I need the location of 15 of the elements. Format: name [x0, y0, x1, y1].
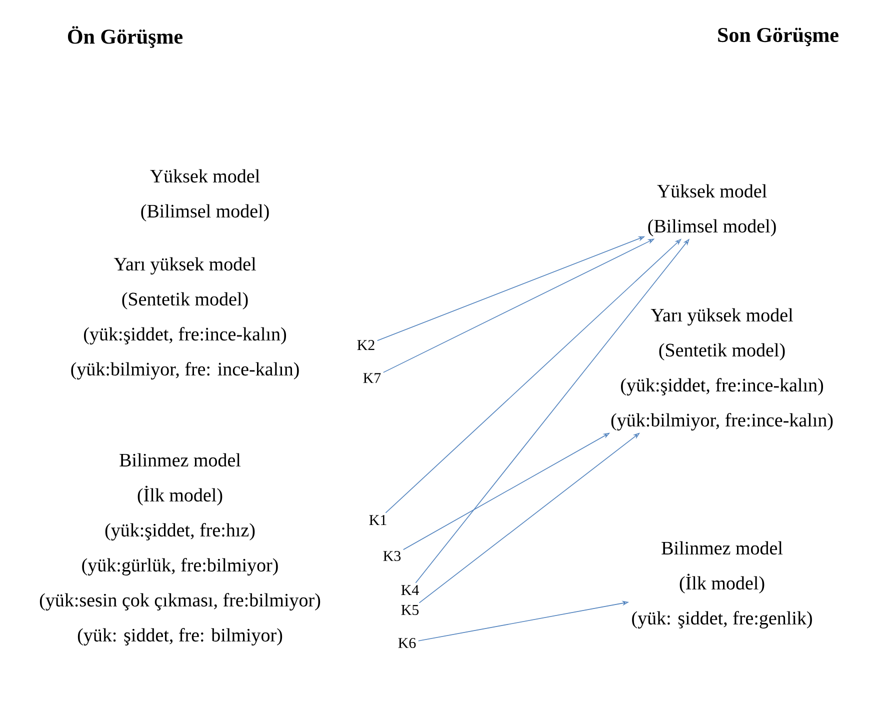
- model-text: Bilinmez model (İlk model) (yük: şiddet, fre:genlik): [632, 541, 812, 628]
- column-heading: Ön Görüşme: [68, 26, 182, 48]
- participant-code: K4: [401, 585, 419, 595]
- participant-code: K6: [398, 638, 416, 648]
- participant-code: K7: [363, 373, 381, 383]
- model-text: Bilinmez model (İlk model) (yük:şiddet, fre:hız) (yük:gürlük, fre:bilmiyor) (yük:sesin çok çıkması, fre:bilmiyor) (yük: şiddet, fre: bilmiyor): [40, 453, 320, 646]
- column-heading: Son Görüşme: [718, 28, 838, 46]
- participant-code: K1: [369, 515, 386, 525]
- participant-code: K5: [401, 605, 419, 615]
- model-text: Yüksek model (Bilimsel model): [648, 184, 776, 236]
- model-text: Yüksek model (Bilimsel model): [141, 169, 269, 222]
- participant-code: K3: [383, 550, 401, 562]
- model-text: Yarı yüksek model (Sentetik model) (yük:şiddet, fre:ince-kalın) (yük:bilmiyor, fre:ince-kalın): [611, 308, 833, 430]
- model-text: Yarı yüksek model (Sentetik model) (yük:şiddet, fre:ince-kalın) (yük:bilmiyor, fre: ince-kalın): [71, 257, 299, 380]
- participant-code: K2: [357, 340, 374, 350]
